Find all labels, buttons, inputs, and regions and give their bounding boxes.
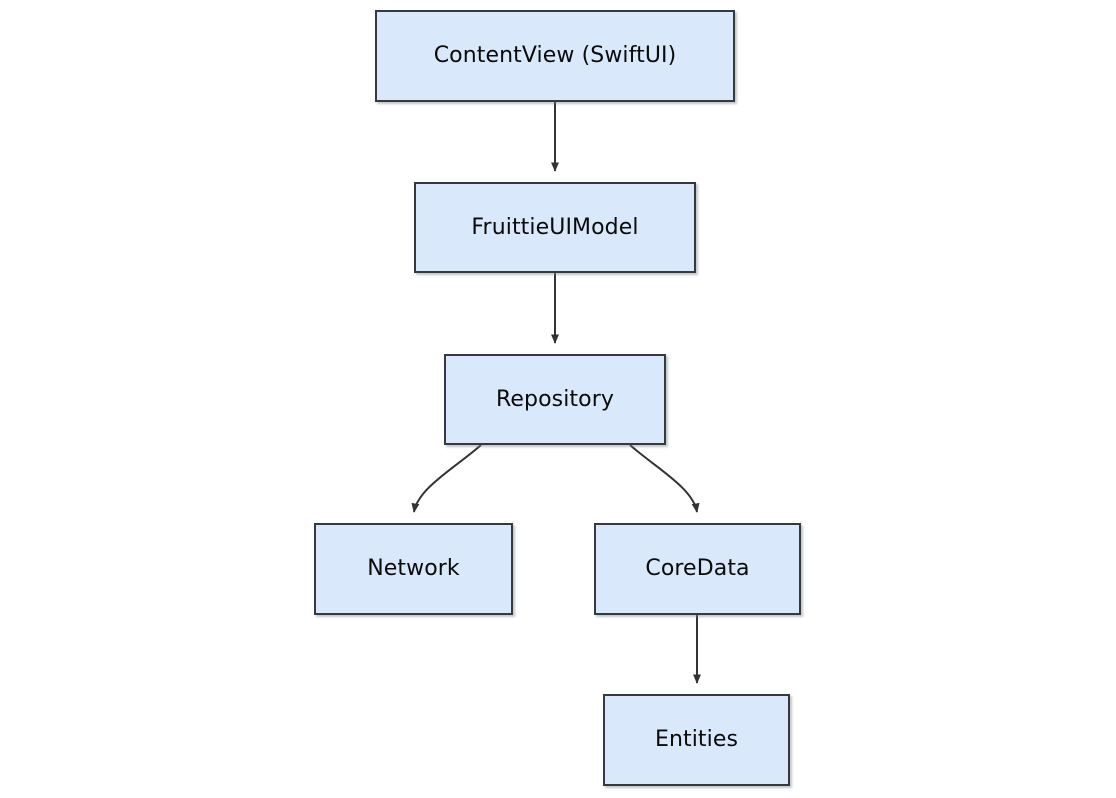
node-coredata[interactable]: CoreData bbox=[594, 523, 801, 615]
edge-repository-coredata bbox=[629, 444, 700, 513]
node-entities-label: Entities bbox=[654, 727, 739, 752]
node-coredata-label: CoreData bbox=[645, 556, 750, 581]
node-repository[interactable]: Repository bbox=[444, 354, 666, 445]
edge-repository-network bbox=[411, 444, 482, 513]
node-fruittieuimodel[interactable]: FruittieUIModel bbox=[414, 182, 696, 273]
node-contentview[interactable]: ContentView (SwiftUI) bbox=[375, 10, 735, 102]
node-network-label: Network bbox=[367, 556, 460, 581]
node-repository-label: Repository bbox=[496, 386, 614, 412]
node-fruittieuimodel-label: FruittieUIModel bbox=[471, 214, 639, 240]
node-entities[interactable]: Entities bbox=[603, 694, 790, 786]
node-network[interactable]: Network bbox=[314, 523, 513, 615]
node-contentview-label: ContentView (SwiftUI) bbox=[433, 43, 677, 68]
